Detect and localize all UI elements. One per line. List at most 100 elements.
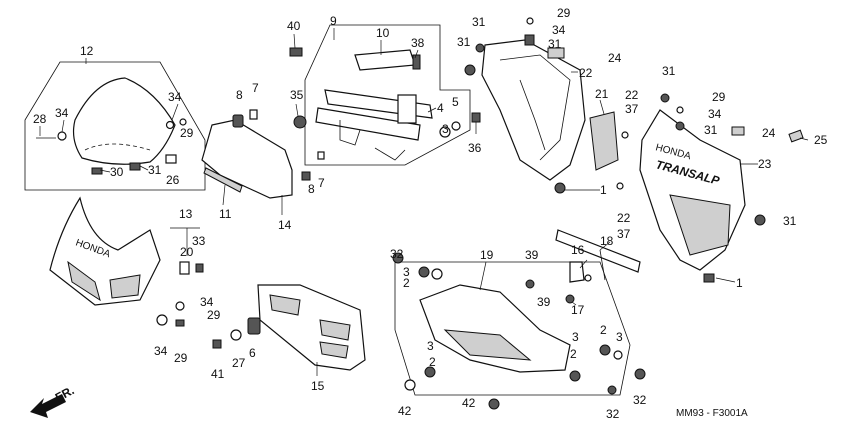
callout-41: 41	[211, 367, 225, 381]
callout-20: 20	[180, 245, 194, 259]
windscreen-kit-outline	[24, 61, 206, 191]
callout-28: 28	[33, 112, 47, 126]
stay-assembly-group	[289, 24, 481, 166]
callout-25: 25	[814, 133, 828, 147]
callout-36: 36	[468, 141, 482, 155]
callout-14: 14	[278, 218, 292, 232]
callout-3: 3	[616, 330, 623, 344]
callout-38: 38	[411, 36, 425, 50]
callout-37: 37	[625, 102, 639, 116]
callout-31: 31	[472, 15, 486, 29]
callout-5: 5	[452, 95, 459, 109]
callout-2: 2	[570, 347, 577, 361]
callout-34: 34	[154, 344, 168, 358]
front-fairing-group: HONDA	[49, 196, 204, 327]
callout-31: 31	[148, 163, 162, 177]
callout-33: 33	[192, 234, 206, 248]
callout-34: 34	[168, 90, 182, 104]
callout-13: 13	[179, 207, 193, 221]
callout-16: 16	[571, 243, 585, 257]
callout-31: 31	[457, 35, 471, 49]
windscreen-group	[24, 61, 206, 191]
callout-1: 1	[600, 183, 607, 197]
callout-3: 3	[442, 122, 449, 136]
under-cowl-group	[392, 252, 646, 410]
meter-panel-14	[201, 119, 293, 199]
callout-2: 2	[600, 323, 607, 337]
clip-20	[179, 261, 190, 275]
callout-29: 29	[207, 308, 221, 322]
outer-cowl-group: HONDA TRANSALP	[639, 93, 804, 283]
callout-7: 7	[318, 176, 325, 190]
drawing-code: MM93 - F3001A	[676, 408, 748, 419]
callout-32: 32	[606, 407, 620, 421]
callout-31: 31	[704, 123, 718, 137]
cushion-25	[788, 129, 804, 143]
callout-2: 2	[429, 355, 436, 369]
callout-15: 15	[311, 379, 325, 393]
callout-34: 34	[200, 295, 214, 309]
callout-29: 29	[174, 351, 188, 365]
callout-12: 12	[80, 44, 94, 58]
cushion-24b	[731, 126, 745, 136]
callout-31: 31	[783, 214, 797, 228]
callout-42: 42	[398, 404, 412, 418]
callout-11: 11	[219, 207, 232, 221]
windscreen	[72, 77, 176, 165]
callout-23: 23	[758, 157, 772, 171]
callout-30: 30	[110, 165, 124, 179]
callout-24: 24	[608, 51, 622, 65]
callout-40: 40	[287, 19, 301, 33]
callout-3: 3	[572, 330, 579, 344]
callout-31: 31	[548, 37, 562, 51]
callout-39: 39	[537, 295, 551, 309]
callout-10: 10	[376, 26, 390, 40]
callout-3: 3	[427, 339, 434, 353]
stay-18	[555, 229, 641, 273]
callout-29: 29	[557, 6, 571, 20]
callout-3: 3	[403, 265, 410, 279]
callout-34: 34	[708, 107, 722, 121]
bracket-16	[569, 261, 585, 283]
grille-21	[589, 111, 619, 171]
stay-kit-outline	[304, 24, 471, 166]
callout-18: 18	[600, 234, 614, 248]
callout-24: 24	[762, 126, 776, 140]
clip-26	[165, 154, 177, 164]
callout-22: 22	[617, 211, 631, 225]
inner-cowl-group	[464, 17, 629, 194]
inner-cowl-22	[481, 39, 586, 181]
trim-strip-11	[203, 167, 243, 193]
callout-34: 34	[552, 23, 566, 37]
callout-17: 17	[571, 303, 585, 317]
callout-39: 39	[525, 248, 539, 262]
grommet-34	[57, 131, 67, 141]
callout-21: 21	[595, 87, 609, 101]
meter-panel-group	[201, 109, 325, 199]
side-stay-group	[525, 229, 641, 304]
callout-26: 26	[166, 173, 180, 187]
callout-22: 22	[579, 66, 593, 80]
callout-19: 19	[480, 248, 494, 262]
lower-grille-group	[212, 284, 366, 371]
callout-27: 27	[232, 356, 246, 370]
callout-9: 9	[330, 14, 337, 28]
callout-35: 35	[290, 88, 304, 102]
callout-37: 37	[617, 227, 631, 241]
callout-42: 42	[462, 396, 476, 410]
cushion-24a	[547, 47, 565, 59]
callout-8: 8	[236, 88, 243, 102]
callout-7: 7	[252, 81, 259, 95]
leader-lines	[39, 28, 809, 376]
grommet-35	[293, 115, 307, 129]
front-direction-arrow: FR.	[30, 383, 76, 418]
stay-bracket-10	[354, 49, 416, 71]
callout-29: 29	[712, 90, 726, 104]
callout-32: 32	[390, 247, 404, 261]
callout-22: 22	[625, 88, 639, 102]
callout-34: 34	[55, 106, 69, 120]
under-cowl-outline	[394, 261, 631, 396]
